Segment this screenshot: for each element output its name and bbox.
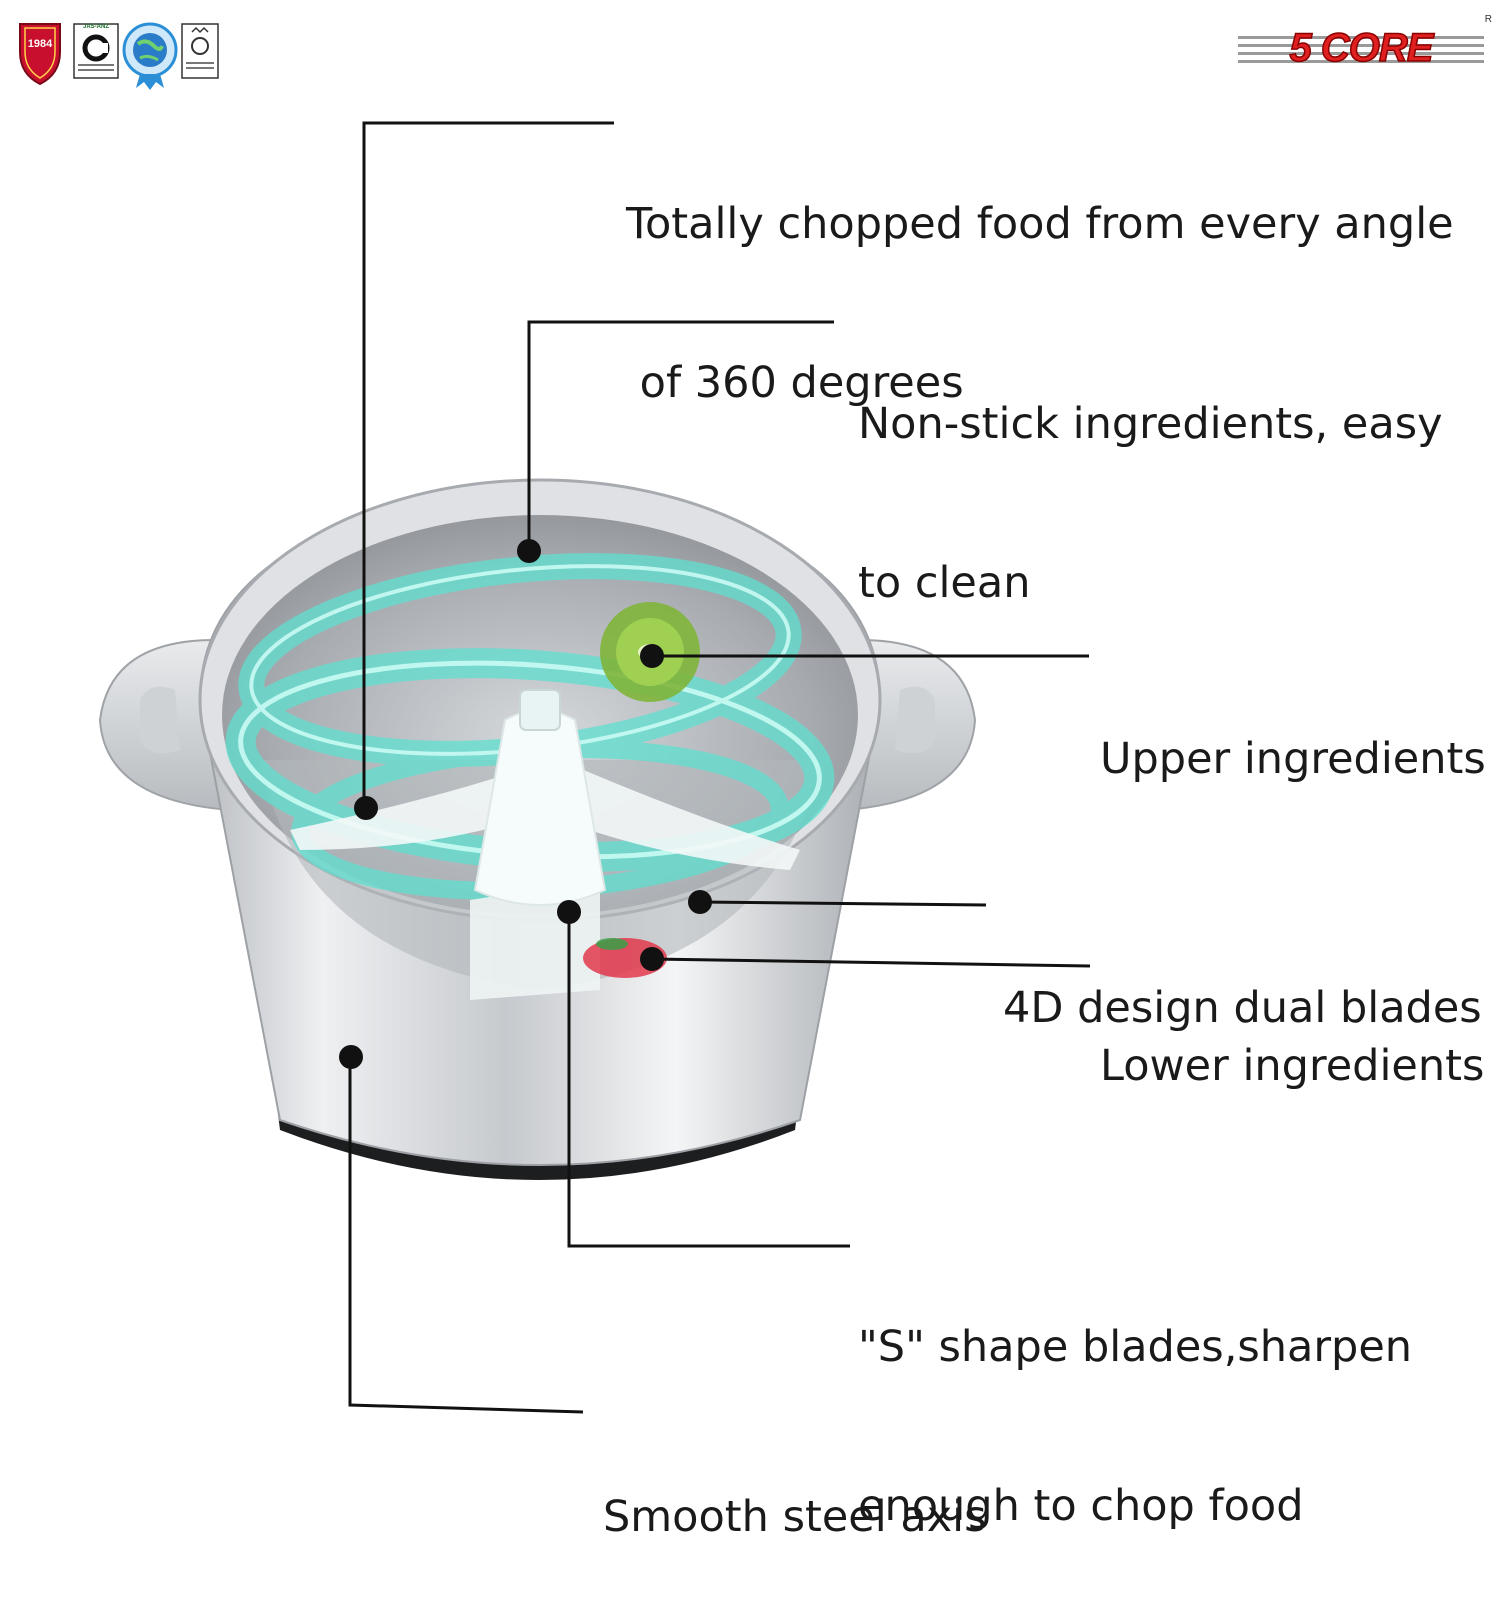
certification-mark-icon — [181, 23, 219, 79]
callout-angle-line2: of 360 degrees — [626, 358, 964, 408]
marker-dot-axis — [339, 1045, 363, 1069]
callout-lower-line1: Lower ingredients — [1100, 1041, 1485, 1091]
callout-upper: Upper ingredients — [1100, 627, 1486, 839]
registered-mark: R — [1484, 14, 1492, 25]
callout-lower: Lower ingredients — [1100, 934, 1484, 1146]
callout-axis: Smooth steel axis — [603, 1385, 987, 1597]
callout-nonstick-line2: to clean — [858, 558, 1031, 608]
jas-anz-badge-text: JAS-ANZ — [82, 24, 109, 30]
callout-nonstick: Non-stick ingredients, easy to clean — [858, 292, 1443, 663]
marker-dot-nonstick — [517, 539, 541, 563]
callout-upper-line1: Upper ingredients — [1100, 734, 1486, 784]
marker-dot-lower — [640, 947, 664, 971]
leader-line-nonstick — [527, 320, 834, 550]
callout-sshape-line1: "S" shape blades,sharpen — [858, 1322, 1413, 1372]
marker-dot-angle — [354, 796, 378, 820]
marker-dot-blades — [688, 890, 712, 914]
leader-line-sshape — [567, 912, 850, 1248]
jas-anz-icon — [73, 23, 119, 79]
leader-line-blades — [699, 900, 987, 907]
badge-row — [19, 22, 219, 90]
shield-icon — [19, 23, 61, 86]
callout-blades: 4D design dual blades — [1003, 876, 1482, 1088]
callout-angle-line1: Totally chopped food from every angle — [626, 199, 1454, 249]
leader-line-angle — [362, 121, 614, 806]
callout-nonstick-line1: Non-stick ingredients, easy — [858, 399, 1443, 449]
since-badge-text: 1984 — [27, 38, 53, 50]
callout-angle: Totally chopped food from every angle of… — [626, 92, 1454, 463]
leader-line-lower — [651, 957, 1091, 968]
callout-axis-line1: Smooth steel axis — [603, 1492, 987, 1542]
callout-blades-line1: 4D design dual blades — [1003, 983, 1482, 1033]
leader-line-axis — [348, 1057, 584, 1414]
brand-logo: 5 CORE R — [1238, 14, 1492, 72]
marker-dot-upper — [640, 644, 664, 668]
brand-logo-text: 5 CORE — [1289, 25, 1434, 71]
marker-dot-sshape — [557, 900, 581, 924]
globe-seal-icon — [122, 22, 178, 90]
chopper-bowl-illustration — [98, 478, 977, 1180]
callout-lines — [339, 121, 1091, 1414]
